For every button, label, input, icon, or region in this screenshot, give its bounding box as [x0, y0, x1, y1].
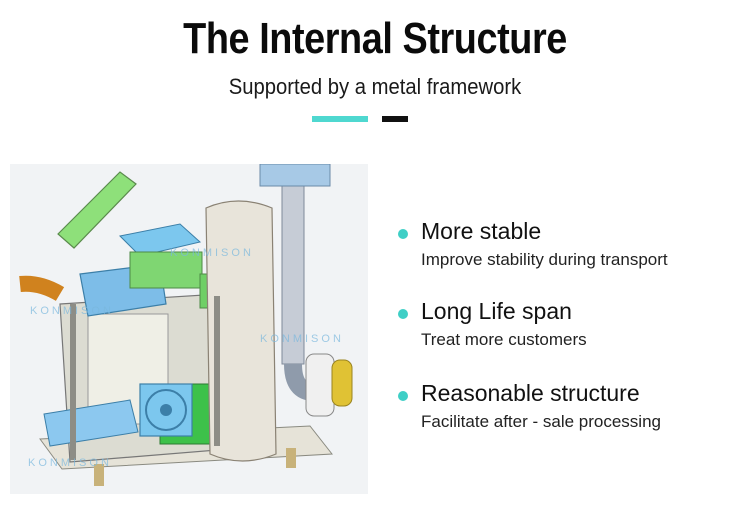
bullet-dot-icon	[398, 229, 408, 239]
feature-title: Reasonable structure	[421, 380, 640, 406]
structure-illustration: KONMISON KONMISON KONMISON KONMISON	[10, 164, 368, 494]
feature-description: Treat more customers	[421, 330, 587, 349]
bullet-dot-icon	[398, 309, 408, 319]
page-subtitle: Supported by a metal framework	[228, 74, 522, 99]
feature-title: More stable	[421, 218, 542, 244]
bullet-dot-icon	[398, 391, 408, 401]
watermark-text-3: KONMISON	[260, 333, 344, 345]
watermark-text-2: KONMISON	[170, 247, 254, 259]
feature-description: Improve stability during transport	[421, 250, 668, 269]
watermark-text-1: KONMISON	[30, 305, 114, 317]
machine-drawing: KONMISON KONMISON KONMISON KONMISON	[19, 164, 353, 486]
page-title: The Internal Structure	[183, 14, 567, 63]
accent-bar-dark	[382, 116, 408, 122]
feature-description: Facilitate after - sale processing	[421, 412, 661, 431]
watermark-text-4: KONMISON	[28, 457, 112, 469]
accent-bar-teal	[312, 116, 368, 122]
feature-title: Long Life span	[421, 298, 572, 324]
